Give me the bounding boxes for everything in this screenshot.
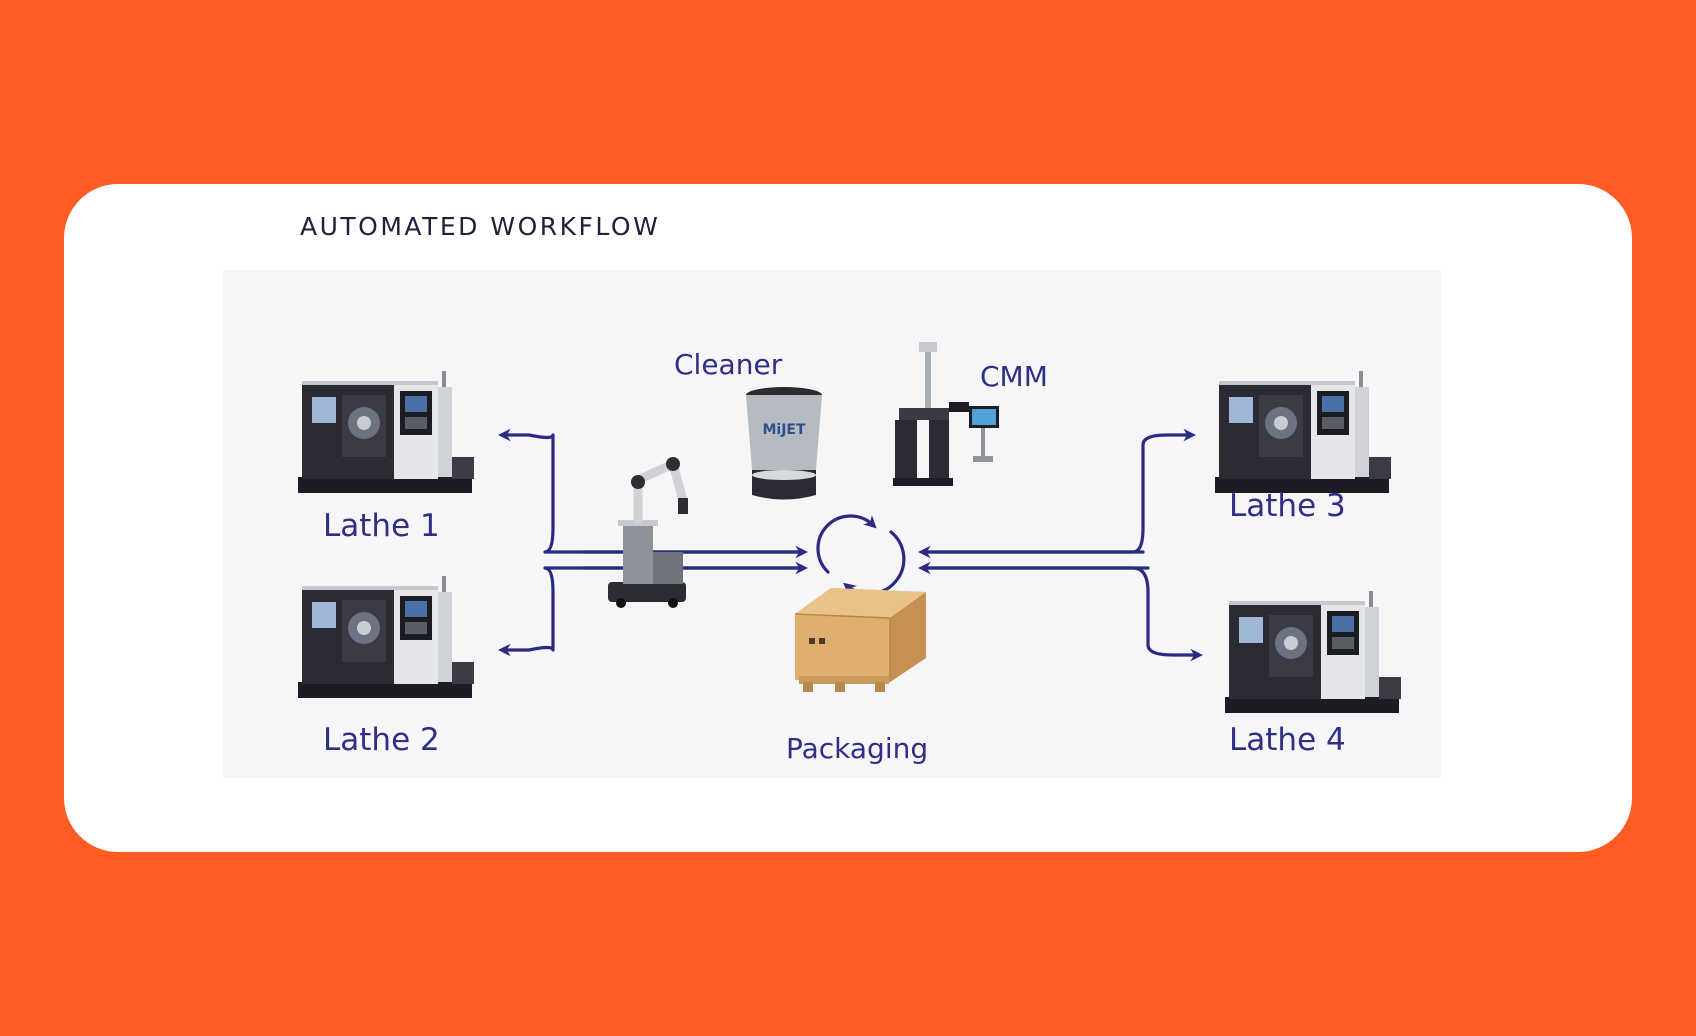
- cleaner-icon: MiJET: [746, 387, 822, 500]
- label-cleaner: Cleaner: [674, 348, 783, 381]
- label-cmm: CMM: [980, 360, 1048, 393]
- cleaner-brand: MiJET: [762, 422, 806, 438]
- label-lathe-4: Lathe 4: [1229, 722, 1346, 758]
- label-lathe-1: Lathe 1: [323, 508, 440, 544]
- cmm-icon: [893, 342, 999, 486]
- packaging-crate-icon: [794, 588, 926, 692]
- page-title: AUTOMATED WORKFLOW: [300, 212, 661, 241]
- label-packaging: Packaging: [786, 732, 929, 765]
- robot-arm-icon: [608, 457, 688, 608]
- workflow-arrows: [497, 428, 1204, 662]
- workflow-graphic: MiJET: [298, 342, 1401, 713]
- lathe-icon: [298, 576, 474, 698]
- cycle-icon: [816, 514, 906, 596]
- lathe-icon: [1225, 591, 1401, 713]
- label-lathe-2: Lathe 2: [323, 722, 440, 758]
- lathe-icon: [298, 371, 474, 493]
- lathe-icon: [1215, 371, 1391, 493]
- workflow-diagram: MiJET: [223, 270, 1441, 778]
- label-lathe-3: Lathe 3: [1229, 488, 1346, 524]
